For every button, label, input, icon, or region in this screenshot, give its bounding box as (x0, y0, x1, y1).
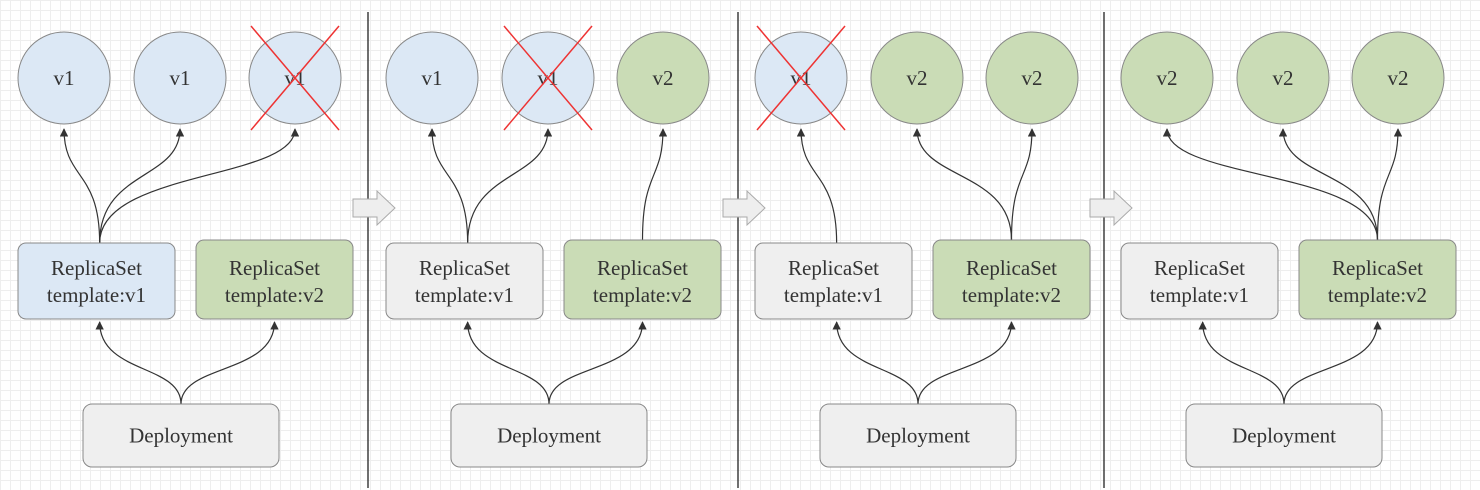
replicaset-v1-title: ReplicaSet (419, 256, 510, 280)
pod-label: v2 (1388, 66, 1409, 90)
pod-label: v1 (54, 66, 75, 90)
pod-v2-circle (1351, 31, 1445, 125)
replicaset-v1-box (385, 242, 544, 320)
deployment-box (819, 403, 1017, 468)
replicaset-v1-template: template:v1 (47, 283, 146, 307)
replicaset-v2-box (1298, 239, 1457, 320)
replicaset-v2-template: template:v2 (962, 283, 1061, 307)
deployment-label: Deployment (497, 423, 601, 447)
pod-label: v2 (653, 66, 674, 90)
rollout-panel: Deployment ReplicaSet template:v1 ReplicaSe… (385, 25, 722, 468)
replicaset-to-pod-arrow (1162, 128, 1379, 241)
pod-v2-circle (985, 31, 1079, 125)
replicaset-v1-box (17, 242, 176, 320)
deployment-to-replicaset-arrow (95, 321, 182, 405)
pod-v1-circle (133, 31, 227, 125)
deployment-label: Deployment (866, 423, 970, 447)
replicaset-v2-title: ReplicaSet (966, 256, 1057, 280)
panel-connectors (59, 128, 300, 405)
replicaset-v2-title: ReplicaSet (229, 256, 320, 280)
replicaset-v1-template: template:v1 (1150, 283, 1249, 307)
replicaset-to-pod-arrow (59, 128, 101, 244)
replicaset-to-pod-arrow (1278, 128, 1379, 241)
replicaset-to-pod-arrow (99, 128, 185, 244)
deployment-label: Deployment (1232, 423, 1336, 447)
pod-v1-circle (17, 31, 111, 125)
replicaset-v2-template: template:v2 (1328, 283, 1427, 307)
replicaset-v1-title: ReplicaSet (51, 256, 142, 280)
panel-connectors (427, 128, 668, 405)
deployment-to-replicaset-arrow (917, 321, 1016, 405)
pod-v1-circle (385, 31, 479, 125)
pod-label: v2 (1157, 66, 1178, 90)
pod-label: v1 (422, 66, 443, 90)
replicaset-to-pod-arrow (1376, 128, 1403, 241)
deployment-box (1185, 403, 1383, 468)
step-arrow-icon (352, 189, 396, 227)
replicaset-v2-title: ReplicaSet (597, 256, 688, 280)
replicaset-v1-template: template:v1 (784, 283, 883, 307)
pod-v2-circle (870, 31, 964, 125)
replicaset-to-pod-arrow (912, 128, 1013, 241)
panel-connectors (796, 128, 1037, 405)
replicaset-to-pod-arrow (641, 128, 668, 241)
replicaset-v2-template: template:v2 (225, 283, 324, 307)
replicaset-to-pod-arrow (467, 128, 553, 244)
replicaset-v2-box (932, 239, 1091, 320)
deployment-to-replicaset-arrow (832, 321, 919, 405)
pod-label: v2 (1022, 66, 1043, 90)
pod-removed-cross-icon (503, 25, 593, 131)
rollout-panel: Deployment ReplicaSet template:v1 ReplicaSe… (1120, 31, 1457, 468)
deployment-box (82, 403, 280, 468)
deployment-box (450, 403, 648, 468)
pod-v2-circle (1120, 31, 1214, 125)
replicaset-v2-box (563, 239, 722, 320)
replicaset-v1-title: ReplicaSet (1154, 256, 1245, 280)
replicaset-v1-box (754, 242, 913, 320)
replicaset-to-pod-arrow (1010, 128, 1037, 241)
deployment-to-replicaset-arrow (180, 321, 279, 405)
replicaset-v2-title: ReplicaSet (1332, 256, 1423, 280)
pod-v2-circle (1236, 31, 1330, 125)
deployment-to-replicaset-arrow (548, 321, 647, 405)
replicaset-to-pod-arrow (427, 128, 469, 244)
replicaset-to-pod-arrow (99, 128, 300, 244)
pod-removed-cross-icon (756, 25, 846, 131)
pod-v2-circle (616, 31, 710, 125)
pod-label: v2 (907, 66, 928, 90)
rollout-panel: Deployment ReplicaSet template:v1 ReplicaSe… (754, 25, 1091, 468)
pod-label: v1 (170, 66, 191, 90)
step-arrow-icon (722, 189, 766, 227)
deployment-to-replicaset-arrow (1283, 321, 1382, 405)
deployment-to-replicaset-arrow (463, 321, 550, 405)
replicaset-v1-title: ReplicaSet (788, 256, 879, 280)
panel-connectors (1162, 128, 1403, 405)
pod-label: v2 (1273, 66, 1294, 90)
replicaset-v2-box (195, 239, 354, 320)
deployment-label: Deployment (129, 423, 233, 447)
replicaset-to-pod-arrow (796, 128, 838, 244)
replicaset-v1-box (1120, 242, 1279, 320)
replicaset-v2-template: template:v2 (593, 283, 692, 307)
replicaset-v1-template: template:v1 (415, 283, 514, 307)
pod-removed-cross-icon (250, 25, 340, 131)
step-arrow-icon (1089, 189, 1133, 227)
deployment-to-replicaset-arrow (1198, 321, 1285, 405)
rollout-panel: Deployment ReplicaSet template:v1 ReplicaSe… (17, 25, 354, 468)
